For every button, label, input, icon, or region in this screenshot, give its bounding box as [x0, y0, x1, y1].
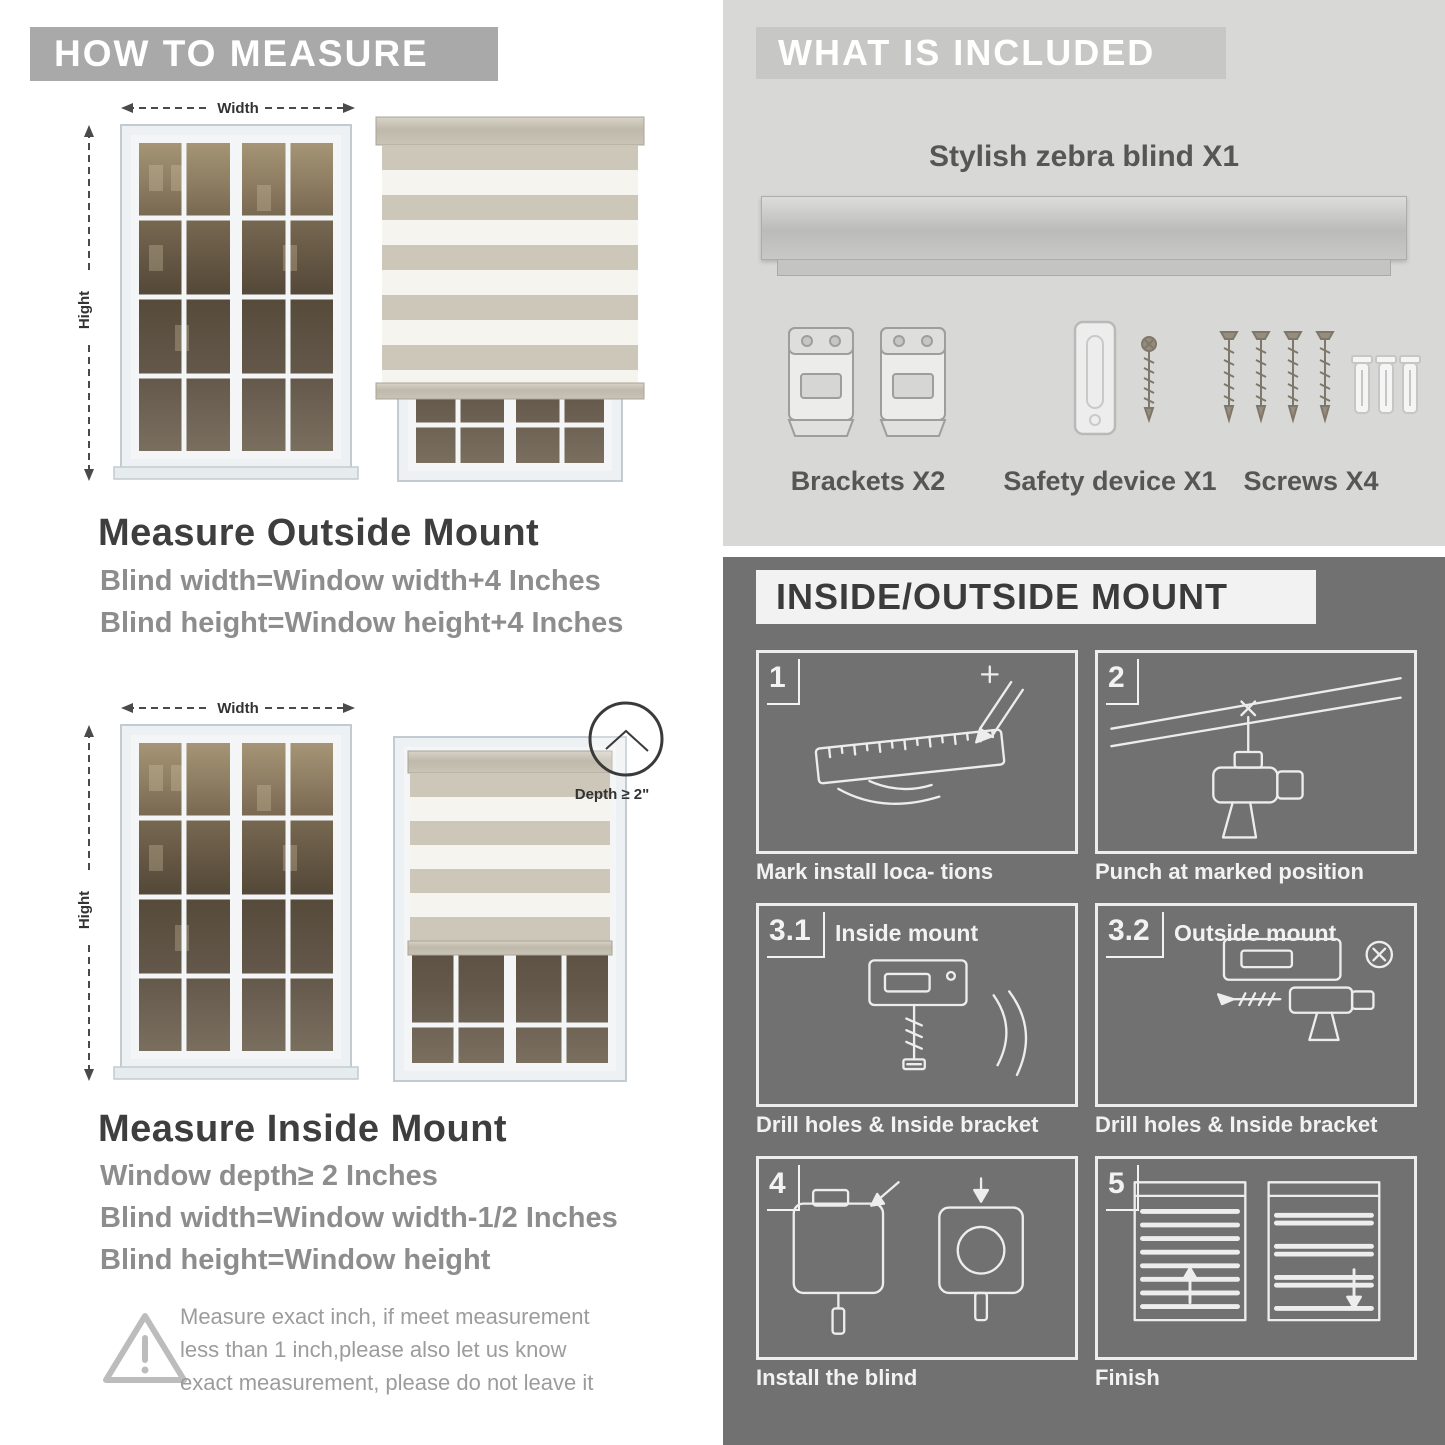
width-label: Width — [217, 100, 259, 117]
height-label: Hight — [76, 291, 93, 329]
blind-cassette-illustration — [761, 196, 1407, 260]
outside-mount-title: Measure Outside Mount — [98, 512, 540, 554]
step-number: 3.2 — [1106, 912, 1164, 958]
step-2-illustration — [1110, 677, 1402, 839]
zebra-blind-inside-mount-illustration: Depth ≥ 2" — [393, 701, 664, 1082]
step-number: 2 — [1106, 659, 1139, 705]
step-panel-3-1: 3.1 Inside mount — [756, 903, 1078, 1107]
step-5-caption: Finish — [1095, 1365, 1160, 1390]
step-3-2-illustration — [1216, 937, 1394, 1042]
step-3-1-illustration — [868, 959, 1028, 1077]
outside-mount-rule-width: Blind width=Window width+4 Inches — [100, 565, 601, 597]
step-1-caption: Mark install loca- tions — [756, 859, 994, 884]
step-number: 3.1 — [767, 912, 825, 958]
step-1-illustration — [814, 665, 1024, 805]
step-2-caption: Punch at marked position — [1095, 859, 1364, 884]
step-panel-3-2: 3.2 Outside mount — [1095, 903, 1417, 1107]
blind-cassette-rail — [777, 260, 1391, 276]
step-4-illustration — [792, 1177, 1024, 1335]
inside-mount-rule-height: Blind height=Window height — [100, 1244, 491, 1276]
window-measure-illustration-inside: Width Hight — [76, 700, 359, 1081]
window-illustration — [113, 124, 359, 480]
step-number: 4 — [767, 1165, 800, 1211]
step-panel-1: 1 — [756, 650, 1078, 854]
window-measure-illustration-outside: Width Hight — [76, 100, 359, 481]
step-panel-4: 4 — [756, 1156, 1078, 1360]
step-3-1-caption: Drill holes & Inside bracket — [756, 1112, 1039, 1137]
inside-mount-rule-width: Blind width=Window width-1/2 Inches — [100, 1202, 618, 1234]
zebra-blind-outside-mount-illustration — [375, 116, 645, 482]
zebra-blind-illustration — [407, 750, 613, 956]
product-name: Stylish zebra blind X1 — [928, 140, 1240, 173]
step-panel-2: 2 — [1095, 650, 1417, 854]
step-3-2-caption: Drill holes & Inside bracket — [1095, 1112, 1378, 1137]
screws-label: Screws X4 — [1243, 466, 1379, 496]
window-illustration — [113, 724, 359, 1080]
zebra-blind-illustration — [375, 116, 645, 400]
inside-mount-title: Measure Inside Mount — [98, 1108, 508, 1150]
depth-callout: Depth ≥ 2" — [575, 701, 664, 803]
warning-triangle-icon — [103, 1313, 187, 1383]
outside-mount-rule-height: Blind height=Window height+4 Inches — [100, 607, 624, 639]
mount-instructions-section: INSIDE/OUTSIDE MOUNT 1 2 — [723, 557, 1445, 1445]
safety-device-illustration — [1073, 320, 1157, 436]
width-label: Width — [217, 700, 259, 717]
what-is-included-header: WHAT IS INCLUDED — [756, 27, 1226, 79]
step-panel-5: 5 — [1095, 1156, 1417, 1360]
how-to-measure-header: HOW TO MEASURE — [30, 27, 498, 81]
what-is-included-title: WHAT IS INCLUDED — [778, 32, 1156, 73]
step-number: 1 — [767, 659, 800, 705]
mount-title: INSIDE/OUTSIDE MOUNT — [776, 576, 1229, 617]
brackets-label: Brackets X2 — [790, 466, 946, 496]
screws-illustration — [1219, 331, 1421, 424]
how-to-measure-title: HOW TO MEASURE — [54, 33, 429, 74]
step-mount-type-label: Inside mount — [835, 920, 979, 946]
safety-device-label: Safety device X1 — [1003, 466, 1217, 496]
depth-label: Depth ≥ 2" — [575, 786, 650, 803]
step-mount-type-label: Outside mount — [1174, 920, 1337, 946]
height-label: Hight — [76, 891, 93, 929]
step-4-caption: Install the blind — [756, 1365, 918, 1390]
inside-mount-rule-depth: Window depth≥ 2 Inches — [100, 1160, 438, 1192]
step-5-illustration — [1133, 1181, 1381, 1322]
mount-header: INSIDE/OUTSIDE MOUNT — [756, 570, 1316, 624]
measure-note: Measure exact inch, if meet measurement … — [180, 1304, 594, 1395]
what-is-included-section: WHAT IS INCLUDED Stylish zebra blind X1 — [723, 0, 1445, 546]
step-number: 5 — [1106, 1165, 1139, 1211]
brackets-illustration — [787, 327, 947, 437]
